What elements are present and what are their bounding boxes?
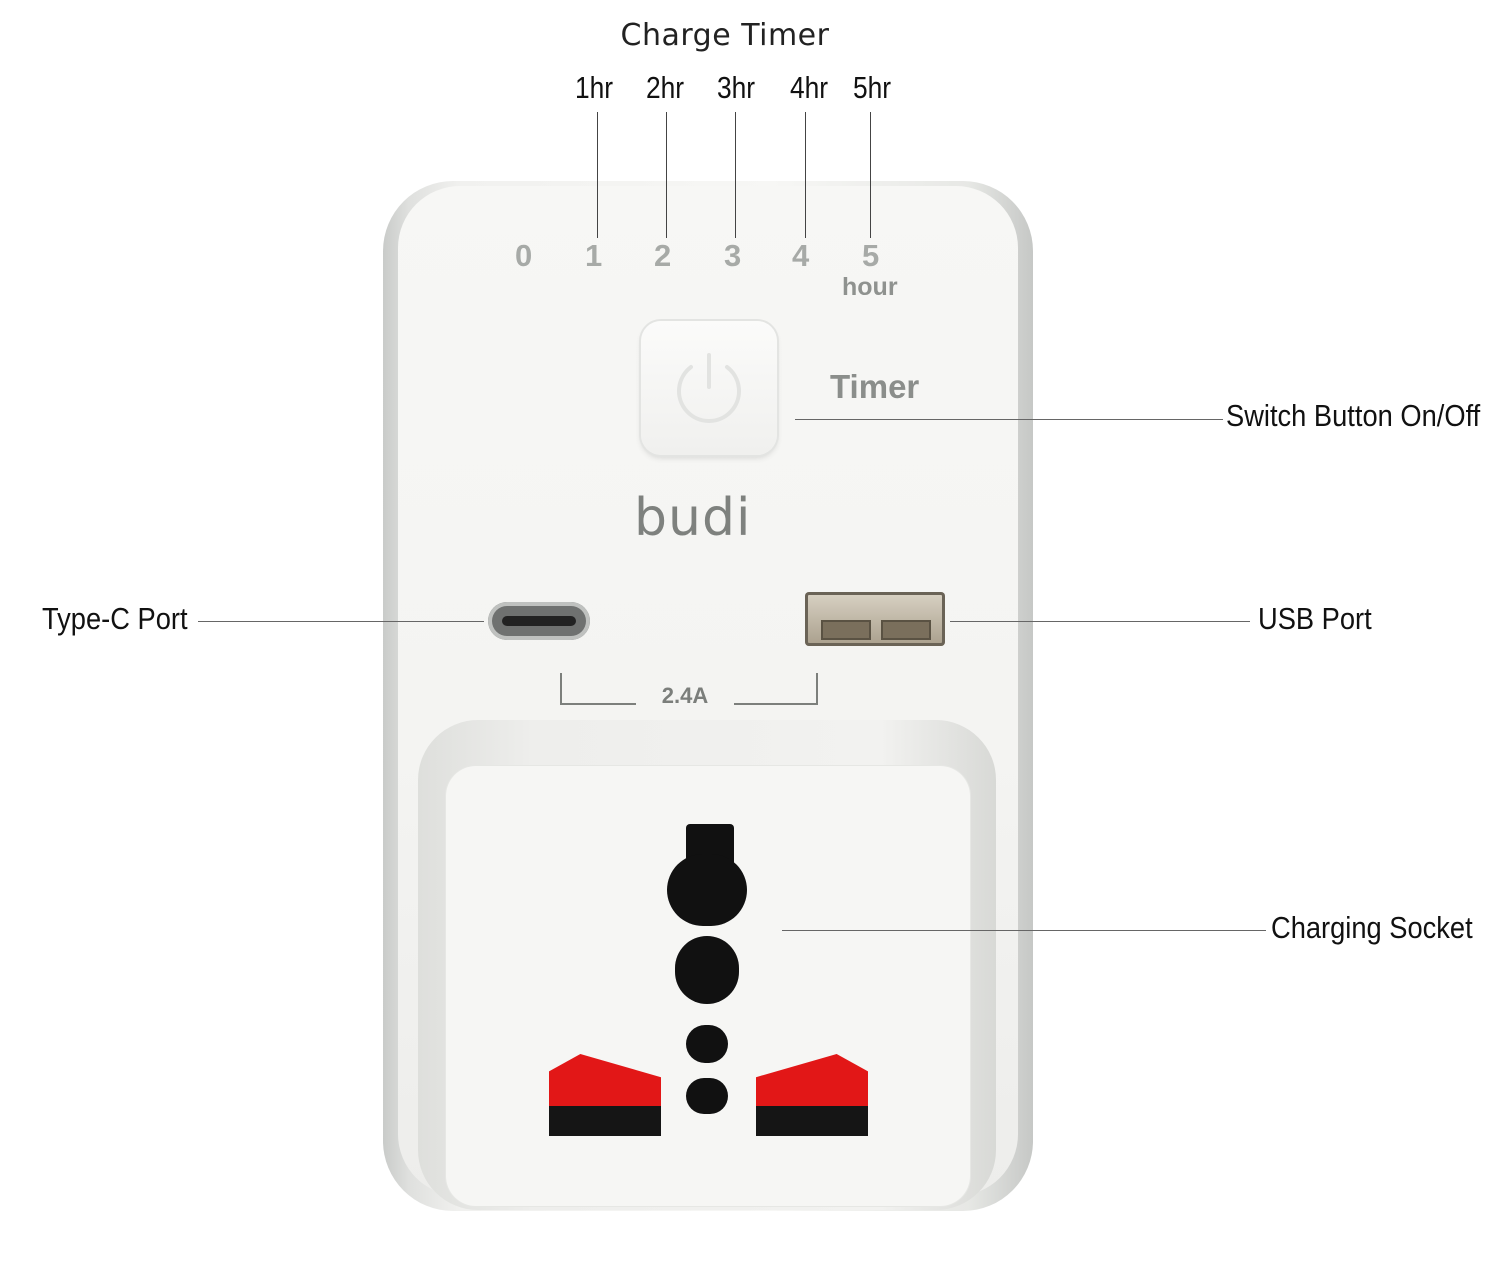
dial-number-3: 3 (724, 238, 742, 273)
dial-unit-label: hour (842, 273, 898, 301)
power-timer-button[interactable] (641, 321, 777, 455)
leader-line-2hr (666, 112, 667, 238)
dial-number-0: 0 (515, 238, 533, 273)
socket-right-slot-opening (756, 1106, 868, 1136)
hour-label-5: 5hr (853, 70, 892, 105)
charging-socket-callout: Charging Socket (1271, 910, 1473, 945)
leader-line-1hr (597, 112, 598, 238)
socket-small-hole-upper (686, 1025, 728, 1063)
socket-left-slot (549, 1054, 661, 1138)
socket-left-shutter (549, 1054, 661, 1112)
switch-leader-line (795, 419, 1223, 420)
socket-top-pin-hole (667, 854, 747, 926)
dial-number-1: 1 (585, 238, 603, 273)
socket-middle-pin-hole (675, 936, 739, 1004)
power-icon (677, 353, 741, 423)
usb-contact-left (821, 620, 871, 640)
leader-line-5hr (870, 112, 871, 238)
usb-leader-line (950, 621, 1250, 622)
brand-logo: budi (634, 488, 752, 548)
type-c-port (488, 602, 590, 640)
hour-label-4: 4hr (790, 70, 829, 105)
hour-label-3: 3hr (717, 70, 756, 105)
timer-label: Timer (830, 368, 920, 405)
leader-line-4hr (805, 112, 806, 238)
charge-timer-title: Charge Timer (620, 18, 830, 53)
hour-label-1: 1hr (575, 70, 614, 105)
output-rating-label: 2.4A (636, 683, 734, 709)
dial-number-4: 4 (792, 238, 810, 273)
dial-number-5: 5 (862, 238, 880, 273)
socket-leader-line (782, 930, 1266, 931)
usb-port (805, 592, 945, 646)
hour-label-2: 2hr (646, 70, 685, 105)
type-c-leader-line (198, 621, 484, 622)
dial-number-2: 2 (654, 238, 672, 273)
socket-right-shutter (756, 1054, 868, 1112)
usb-port-callout: USB Port (1258, 601, 1372, 636)
type-c-port-callout: Type-C Port (42, 601, 188, 636)
socket-left-slot-opening (549, 1106, 661, 1136)
switch-button-callout: Switch Button On/Off (1226, 398, 1481, 433)
usb-contact-right (881, 620, 931, 640)
socket-small-hole-lower (686, 1078, 728, 1114)
socket-right-slot (756, 1054, 868, 1138)
leader-line-3hr (735, 112, 736, 238)
